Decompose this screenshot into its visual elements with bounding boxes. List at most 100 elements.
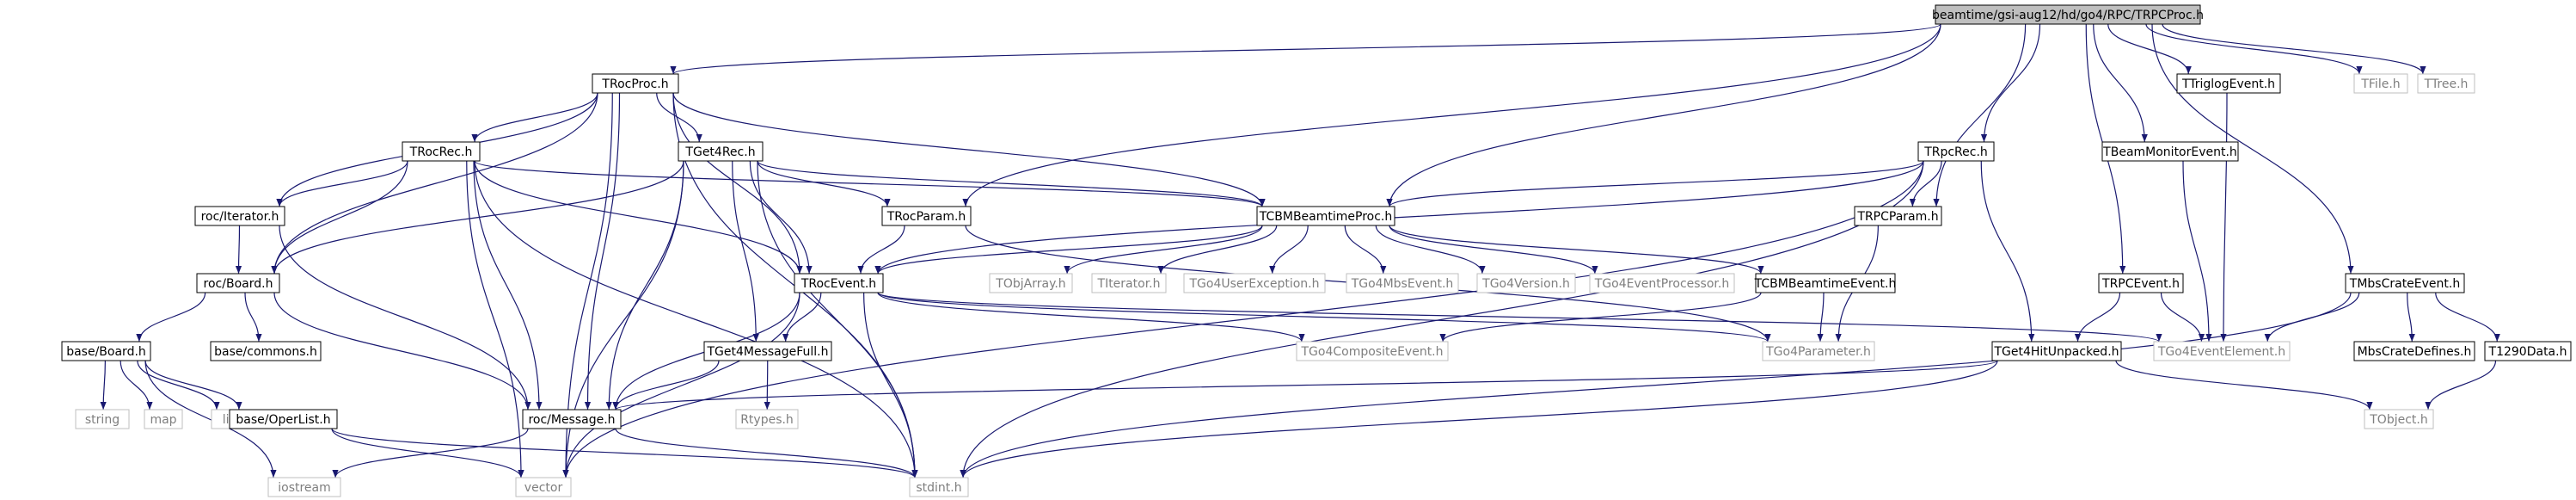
edge-tget4-message-full-to-roc-message — [612, 360, 720, 410]
edge-base-operlist-to-stdint — [331, 428, 918, 478]
node-box — [2353, 341, 2475, 361]
node-mbs-crate-defines[interactable]: MbsCrateDefines.h — [2353, 341, 2475, 361]
node-tgo4-parameter: TGo4Parameter.h — [1762, 341, 1875, 361]
edge-troc-rec-to-tcbm-beamtime-proc — [474, 160, 1266, 207]
node-root[interactable]: beamtime/gsi-aug12/hd/go4/RPC/TRPCProc.h — [1932, 4, 2204, 25]
node-label: stdint.h — [916, 481, 961, 495]
edge-troc-event-to-tgo4-composite-event — [877, 292, 1305, 343]
node-trpc-rec[interactable]: TRpcRec.h — [1917, 141, 1995, 162]
node-base-board[interactable]: base/Board.h — [61, 341, 151, 361]
node-box — [989, 273, 1073, 293]
node-label: TGo4EventElement.h — [2157, 345, 2285, 359]
edge-troc-event-to-tgo4-event-element — [877, 292, 2162, 343]
node-label: TIterator.h — [1097, 277, 1161, 291]
node-label: iostream — [278, 481, 331, 495]
node-troc-rec[interactable]: TRocRec.h — [402, 141, 481, 162]
node-tfile: TFile.h — [2353, 73, 2408, 94]
node-tget4-message-full[interactable]: TGet4MessageFull.h — [703, 341, 832, 361]
node-label: TRPCParam.h — [1856, 210, 1938, 224]
node-stdint: stdint.h — [909, 477, 969, 497]
edge-trpc-rec-to-tcbm-beamtime-proc — [1386, 160, 1924, 207]
node-tget4-rec[interactable]: TGet4Rec.h — [678, 141, 764, 162]
node-roc-board[interactable]: roc/Board.h — [196, 273, 280, 293]
edge-trpc-rec-to-vector — [562, 160, 1924, 478]
edge-tget4-rec-to-vector — [562, 160, 684, 478]
edge-base-board-to-string — [100, 360, 107, 410]
node-label: TRocEvent.h — [800, 277, 876, 291]
edge-tcbm-beamtime-proc-to-tcbm-beamtime-event — [1389, 225, 1764, 275]
node-tmbs-crate-event[interactable]: TMbsCrateEvent.h — [2345, 273, 2465, 293]
edge-troc-event-to-vector — [562, 292, 800, 478]
node-box — [61, 341, 151, 361]
node-ttree: TTree.h — [2417, 73, 2475, 94]
node-troc-event[interactable]: TRocEvent.h — [794, 273, 884, 293]
node-troc-param[interactable]: TRocParam.h — [881, 206, 972, 226]
node-troc-proc[interactable]: TRocProc.h — [592, 73, 679, 94]
node-label: map — [150, 413, 176, 427]
node-label: TTriglogEvent.h — [2181, 77, 2275, 91]
node-box — [2345, 273, 2465, 293]
node-trpc-event[interactable]: TRPCEvent.h — [2098, 273, 2184, 293]
node-label: TObjArray.h — [995, 277, 1065, 291]
edge-trpc-rec-to-stdint — [960, 160, 1924, 478]
node-box — [229, 409, 338, 429]
edge-trpc-rec-to-tget4-hit-unpacked — [1980, 160, 2035, 343]
node-tget4-hit-unpacked[interactable]: TGet4HitUnpacked.h — [1991, 341, 2122, 361]
node-ttriglog-event[interactable]: TTriglogEvent.h — [2176, 73, 2281, 94]
node-box — [909, 477, 969, 497]
edge-root-to-ttriglog-event — [2107, 23, 2192, 75]
node-tgo4-version: TGo4Version.h — [1476, 273, 1576, 293]
node-tgo4-event-processor: TGo4EventProcessor.h — [1589, 273, 1735, 293]
edge-tcbm-beamtime-proc-to-titerator — [1157, 225, 1278, 275]
node-roc-message[interactable]: roc/Message.h — [522, 409, 622, 429]
node-box — [75, 409, 130, 429]
edge-root-to-tcbm-beamtime-proc — [1386, 23, 1941, 207]
node-box — [144, 409, 183, 429]
node-titerator: TIterator.h — [1091, 273, 1167, 293]
node-label: TRpcRec.h — [1923, 145, 1988, 159]
edge-root-to-tmbs-crate-event — [2151, 23, 2354, 275]
node-box — [522, 409, 622, 429]
node-tbeam-monitor-event[interactable]: TBeamMonitorEvent.h — [2101, 141, 2239, 162]
node-box — [1091, 273, 1167, 293]
node-tgo4-mbs-event: TGo4MbsEvent.h — [1346, 273, 1459, 293]
node-roc-iterator[interactable]: roc/Iterator.h — [194, 206, 285, 226]
edge-trpc-rec-to-trpc-param — [1909, 160, 1942, 207]
edge-troc-proc-to-tget4-rec — [656, 92, 702, 143]
edge-tmbs-crate-event-to-stdint — [960, 292, 2352, 478]
node-tcbm-beamtime-event[interactable]: TCBMBeamtimeEvent.h — [1754, 273, 1897, 293]
node-t1290-data[interactable]: T1290Data.h — [2484, 341, 2572, 361]
node-tgo4-event-element: TGo4EventElement.h — [2153, 341, 2291, 361]
edge-root-to-troc-proc — [670, 23, 1941, 75]
edge-roc-iterator-to-roc-board — [235, 225, 242, 275]
node-label: T1290Data.h — [2488, 345, 2567, 359]
edge-root-to-tbeam-monitor-event — [2093, 23, 2148, 143]
node-label: roc/Message.h — [528, 413, 615, 427]
node-box — [1589, 273, 1735, 293]
node-trpc-param[interactable]: TRPCParam.h — [1854, 206, 1942, 226]
edge-tget4-hit-unpacked-to-stdint — [960, 360, 1998, 478]
node-box — [515, 477, 572, 497]
node-box — [1256, 206, 1395, 226]
edge-tget4-message-full-to-rtypes — [764, 360, 770, 410]
edge-tcbm-beamtime-event-to-tgo4-parameter — [1817, 292, 1825, 343]
edge-troc-event-to-stdint — [863, 292, 918, 478]
node-tcbm-beamtime-proc[interactable]: TCBMBeamtimeProc.h — [1256, 206, 1395, 226]
edge-troc-rec-to-roc-message — [473, 160, 543, 410]
node-box — [592, 73, 679, 94]
edge-tcbm-beamtime-proc-to-tobjarray — [1064, 225, 1263, 275]
node-box — [2417, 73, 2475, 94]
edge-roc-board-to-base-commons — [244, 292, 262, 343]
node-label: base/OperList.h — [236, 413, 330, 427]
node-base-commons[interactable]: base/commons.h — [210, 341, 322, 361]
node-label: TCBMBeamtimeEvent.h — [1754, 277, 1897, 291]
edge-base-board-to-list — [137, 360, 220, 410]
node-label: roc/Board.h — [204, 277, 273, 291]
node-box — [1346, 273, 1459, 293]
node-box — [2176, 73, 2281, 94]
edge-tget4-rec-to-tcbm-beamtime-proc — [757, 160, 1266, 207]
node-box — [210, 341, 322, 361]
node-box — [2101, 141, 2239, 162]
node-box — [794, 273, 884, 293]
node-base-operlist[interactable]: base/OperList.h — [229, 409, 338, 429]
